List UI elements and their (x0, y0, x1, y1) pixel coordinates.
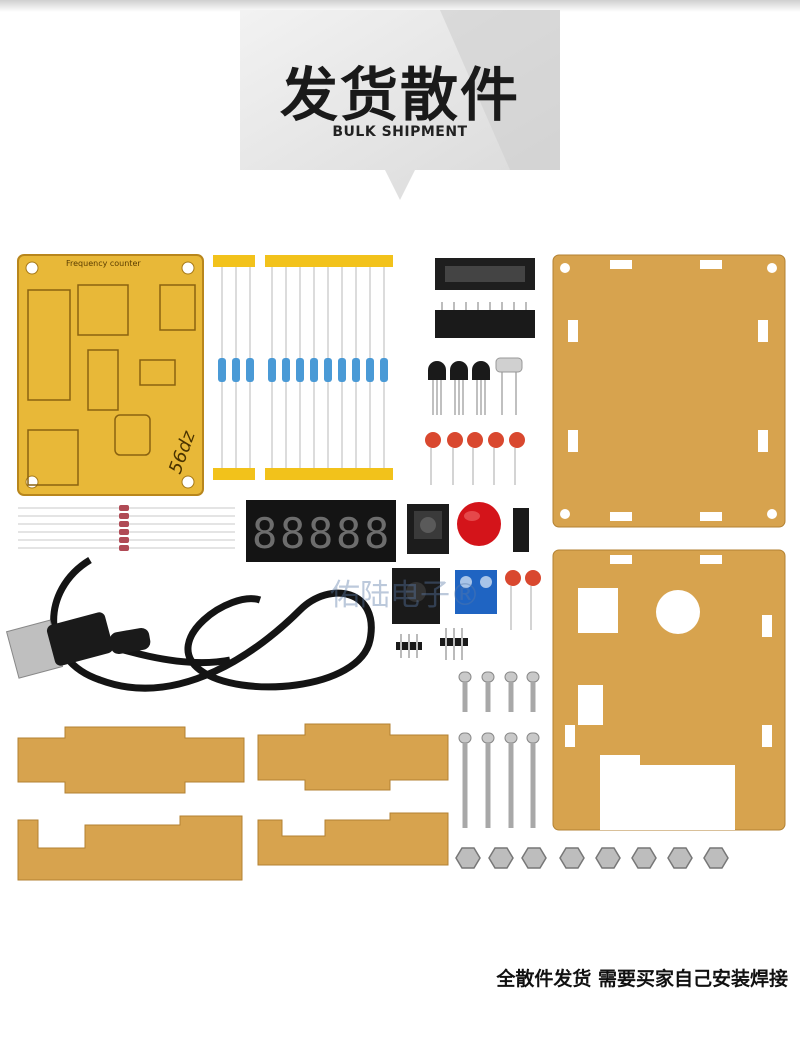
red-button-cap (457, 502, 501, 546)
pin-headers (396, 628, 468, 660)
header-banner: 发货散件 BULK SHIPMENT (240, 10, 560, 200)
diodes (18, 505, 235, 551)
jumper-cap (513, 508, 529, 552)
svg-text:8: 8 (336, 509, 361, 558)
svg-text:8: 8 (308, 509, 333, 558)
ic-socket (435, 258, 535, 290)
acrylic-panel-top (552, 254, 786, 528)
page-title: 发货散件 (279, 61, 520, 129)
svg-text:8: 8 (364, 509, 389, 558)
acrylic-side-bars (17, 723, 449, 881)
svg-text:8: 8 (280, 509, 305, 558)
ceramic-capacitors (425, 432, 541, 630)
svg-text:8: 8 (252, 509, 277, 558)
banner-shape (240, 10, 560, 200)
kit-parts-photo: Frequency counter 56dz (5, 254, 786, 881)
footer-caption: 全散件发货 需要买家自己安装焊接 (496, 968, 788, 990)
tactile-switch (407, 504, 449, 554)
ic-chip (435, 302, 535, 338)
resistor-strip (213, 255, 393, 480)
nuts (455, 847, 729, 869)
screws (458, 671, 540, 828)
watermark-text: 佑陆电子® (330, 578, 480, 613)
usb-cable (5, 557, 375, 692)
top-shadow-bar (0, 0, 800, 12)
terminal-block (455, 570, 497, 614)
transistors (428, 357, 523, 415)
dc-jack (392, 568, 440, 624)
acrylic-panel-bottom (552, 549, 786, 831)
pcb-silk-text: Frequency counter (66, 259, 141, 268)
pcb-board: Frequency counter 56dz (17, 254, 204, 496)
page-subtitle: BULK SHIPMENT (332, 124, 468, 140)
